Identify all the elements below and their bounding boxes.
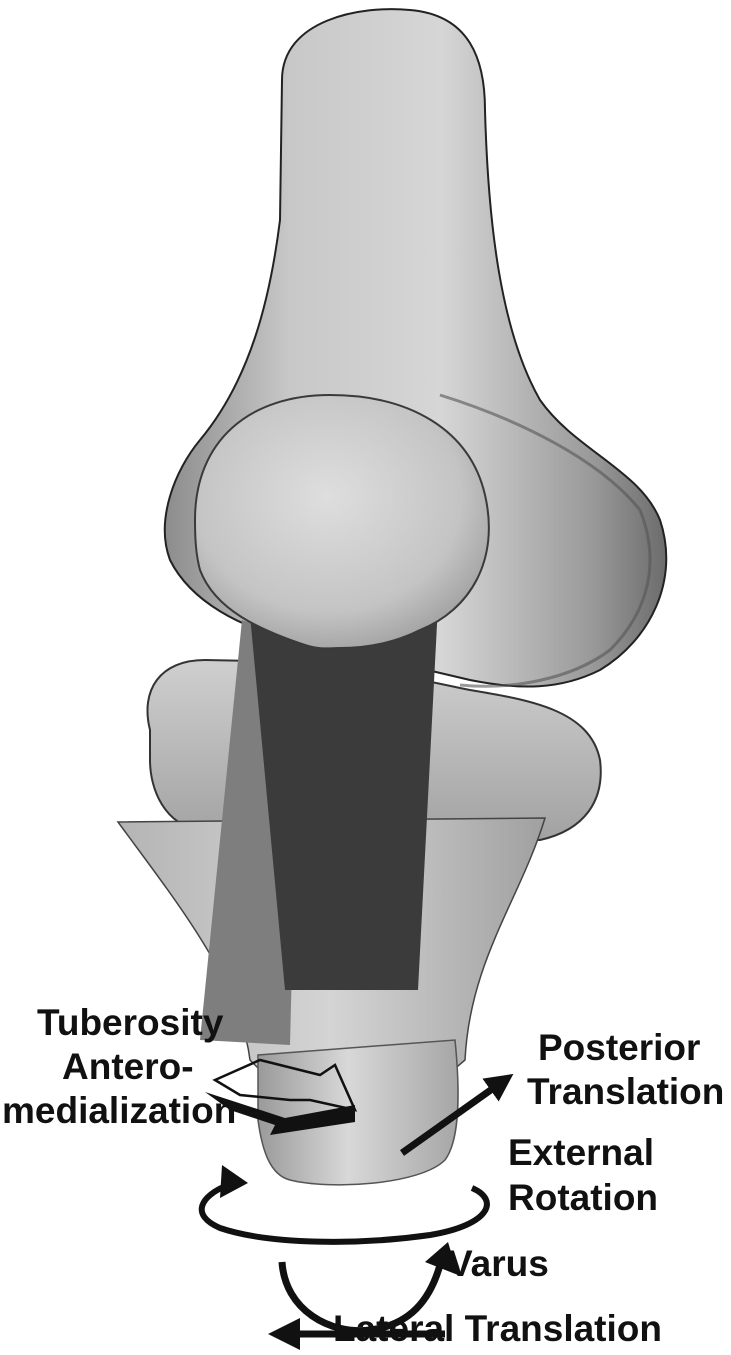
external-rotation-arrowhead <box>220 1165 248 1198</box>
label-translation: Translation <box>527 1071 724 1113</box>
label-posterior: Posterior <box>538 1027 700 1069</box>
label-antero: Antero- <box>62 1046 194 1088</box>
lateral-translation-arrowhead <box>268 1318 300 1350</box>
label-varus: Varus <box>448 1243 549 1285</box>
label-rotation: Rotation <box>508 1177 658 1219</box>
label-tuberosity: Tuberosity <box>37 1002 223 1044</box>
patella <box>195 395 489 648</box>
label-medialization: medialization <box>2 1090 236 1132</box>
external-rotation-arrow <box>202 1185 487 1242</box>
tibia-shaft <box>258 1040 458 1185</box>
label-lateral-translation: Lateral Translation <box>333 1308 662 1350</box>
label-external: External <box>508 1132 654 1174</box>
